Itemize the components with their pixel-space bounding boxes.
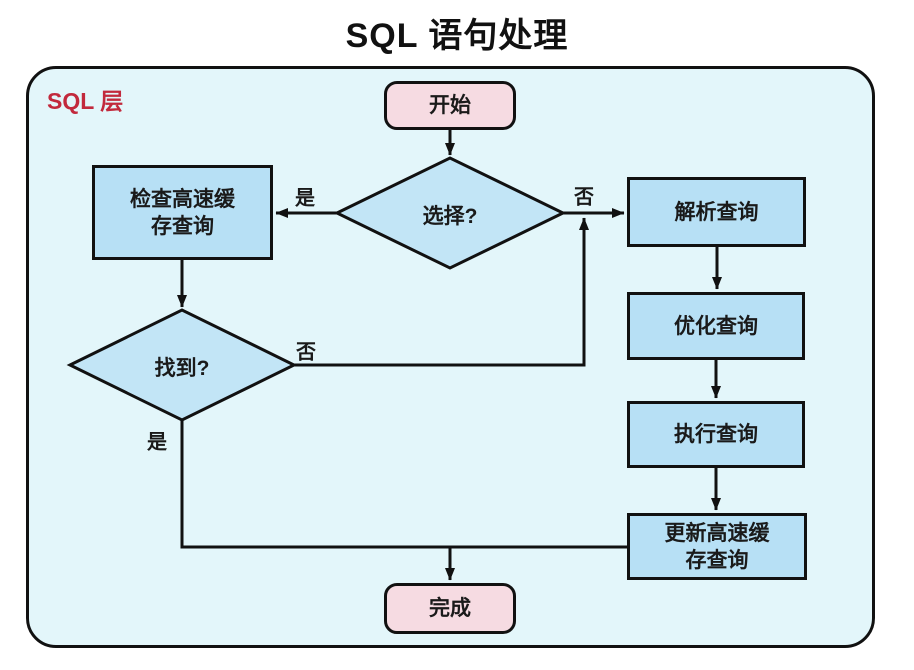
node-decision-select-label: 选择? <box>422 205 478 228</box>
node-update-cache: 更新高速缓 存查询 <box>627 513 807 580</box>
node-optimize-query: 优化查询 <box>627 292 805 360</box>
node-start: 开始 <box>384 81 516 130</box>
edge-found-yes-merge <box>180 420 627 549</box>
edge-found-no-loop <box>294 217 589 367</box>
node-check-cache: 检查高速缓 存查询 <box>92 165 273 260</box>
edge-label-found-no: 否 <box>296 341 316 364</box>
node-execute-query: 执行查询 <box>627 401 805 468</box>
edge-label-select-yes: 是 <box>295 187 315 210</box>
node-decision-found-label: 找到? <box>154 357 210 380</box>
sql-layer-label: SQL 层 <box>47 88 124 114</box>
edge-label-found-yes: 是 <box>147 431 167 454</box>
node-done: 完成 <box>384 583 516 634</box>
decision-found-shape <box>66 308 298 422</box>
decision-select-shape <box>333 156 567 270</box>
page-title: SQL 语句处理 <box>345 17 569 55</box>
node-parse-query: 解析查询 <box>627 177 806 247</box>
edge-label-select-no: 否 <box>574 186 594 209</box>
